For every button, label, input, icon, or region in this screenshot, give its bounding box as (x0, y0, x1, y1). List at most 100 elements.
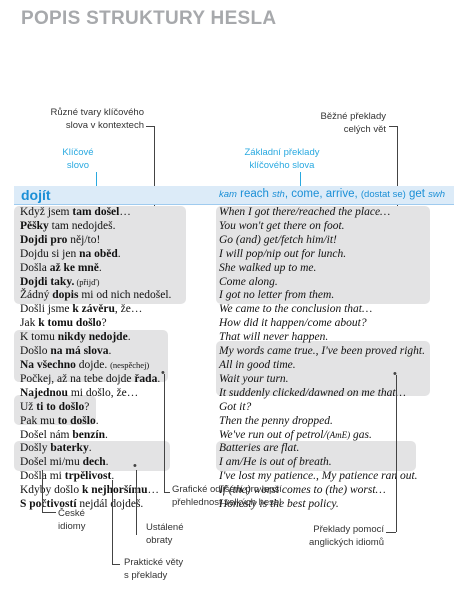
leader-line (164, 374, 165, 492)
english-translation-line: We came to the conclusion that… (219, 303, 454, 317)
english-translation-line: My words came true., I've been proved ri… (219, 345, 454, 359)
headword: dojít (21, 187, 51, 203)
leader-line (300, 172, 301, 186)
bold-phrase: k tomu došlo (38, 317, 102, 330)
translation-word: , come, arrive, (284, 188, 361, 200)
leader-line (164, 492, 170, 493)
text-segment: něj/to! (67, 233, 101, 246)
small-note: (nespěchej) (110, 359, 150, 370)
text-segment: ? (84, 400, 90, 413)
text-segment: We've run out of petrol/ (219, 428, 327, 441)
small-note: (AmE) (326, 429, 351, 440)
text-segment: She walked up to me. (219, 261, 317, 274)
czech-example-line: Pěšky tam nedojdeš. (20, 220, 220, 234)
bold-phrase: nikdy nedojde (57, 331, 128, 344)
czech-example-line: Došla mi trpělivost. (20, 470, 220, 484)
grey-block (14, 330, 168, 382)
annotation-variants: Různé tvary klíčového slova v kontextech (20, 107, 144, 132)
czech-example-line: Došel nám benzín. (20, 429, 220, 443)
annotation-line: přehlednost velkých hesel (172, 496, 282, 508)
small-note: (přijď) (74, 276, 100, 287)
text-segment: Došla mi (20, 470, 62, 483)
text-segment: That will never happen. (219, 331, 329, 344)
text-segment: … (119, 206, 131, 218)
annotation-line: obraty (146, 534, 173, 546)
leader-line (112, 564, 120, 565)
czech-example-line: Na všechno dojde. (nespěchej) (20, 359, 220, 373)
text-segment: . (127, 331, 131, 344)
grey-block (14, 441, 170, 471)
headword-bar (14, 186, 454, 205)
grey-block (216, 441, 416, 471)
bold-phrase: Dojdi pro (20, 233, 68, 246)
czech-example-line: Žádný dopis mi od nich nedošel. (20, 289, 220, 303)
english-translation-line: I am/He is out of breath. (219, 456, 454, 470)
czech-example-line: Dojdi pro něj/to! (20, 234, 220, 248)
text-segment: . (111, 470, 115, 483)
annotation-basic-translations: Základní překlady klíčového slova (230, 147, 334, 172)
text-segment: Došlo (20, 345, 51, 358)
text-segment: Jak (20, 317, 39, 330)
czech-example-line: Došly baterky. (20, 442, 220, 456)
text-segment: Pak mu (20, 414, 58, 427)
english-translation-line: Wait your turn. (219, 373, 454, 387)
text-segment: gas. (350, 428, 372, 441)
english-translation-line: How did it happen/come about? (219, 317, 454, 331)
text-segment: mi došlo, že… (67, 386, 139, 399)
annotation-line: Grafické odlišení pro lepší (172, 484, 282, 495)
annotation-czech-idioms: České idiomy (58, 508, 108, 533)
text-segment: Došly (20, 442, 51, 455)
text-segment: Už (20, 400, 37, 413)
leader-line (96, 172, 97, 192)
text-segment: Počkej, až na tebe dojde (20, 372, 135, 385)
bold-phrase: Pěšky (20, 219, 49, 232)
annotation-line: Základní překlady (244, 147, 320, 158)
text-segment: . (105, 456, 109, 469)
text-segment: We came to the conclusion that… (219, 303, 373, 316)
text-segment: All in good time. (219, 358, 296, 371)
annotation-line: slovo (66, 159, 90, 171)
annotation-english-idioms: Překlady pomocí anglických idiomů (284, 524, 384, 549)
text-segment: Když jsem (20, 206, 73, 218)
text-segment: Žádný (20, 289, 53, 302)
leader-line (389, 126, 397, 127)
english-translation-line: Come along. (219, 276, 454, 290)
annotation-line: Praktické věty (124, 557, 184, 568)
english-translation-line: I will pop/nip out for lunch. (219, 248, 454, 262)
annotation-fixed-phrases: Ustálené obraty (146, 522, 206, 547)
text-segment: My words came true., I've been proved ri… (219, 345, 425, 358)
annotation-line: anglických idiomů (309, 536, 384, 548)
translation-note: (dostat se) (360, 189, 406, 200)
leader-line (112, 480, 113, 564)
leader-line (146, 126, 154, 127)
text-segment: ? (101, 317, 107, 330)
bold-phrase: řada (134, 372, 158, 385)
english-translation-line: Then the penny dropped. (219, 415, 454, 429)
grey-block (216, 206, 430, 304)
english-translation-line: Honesty is the best policy. (219, 498, 454, 512)
czech-column: Když jsem tam došel…Pěšky tam nedojdeš.D… (20, 206, 220, 512)
annotation-line: Ustálené (146, 522, 184, 533)
annotation-graphic: Grafické odlišení pro lepší přehlednost … (172, 484, 332, 509)
bold-phrase: na oběd (79, 247, 118, 260)
english-translation-line: It suddenly clicked/dawned on me that… (219, 387, 454, 401)
text-segment: Došla (20, 261, 50, 274)
english-translation-line: I've lost my patience., My patience ran … (219, 470, 454, 484)
text-segment: … (147, 484, 159, 497)
text-segment: . (108, 345, 112, 358)
grey-block (14, 206, 186, 304)
english-translation-line: Got it? (219, 401, 454, 415)
text-segment: I got no letter from them. (219, 289, 335, 302)
text-segment: tam nedojdeš. (48, 219, 116, 232)
czech-example-line: Počkej, až na tebe dojde řada. (20, 373, 220, 387)
grey-block (14, 395, 96, 425)
translation-label: kam (219, 189, 237, 200)
text-segment: If (the) worst comes to (the) worst… (219, 484, 386, 497)
text-segment: Go (and) get/fetch him/it! (219, 233, 337, 246)
text-segment: Kdyby došlo (20, 484, 82, 497)
text-segment: . (98, 261, 102, 274)
leader-line (42, 470, 43, 512)
bold-phrase: tam došel (72, 206, 120, 218)
leader-dot: • (393, 368, 397, 380)
text-segment: . (104, 428, 108, 441)
